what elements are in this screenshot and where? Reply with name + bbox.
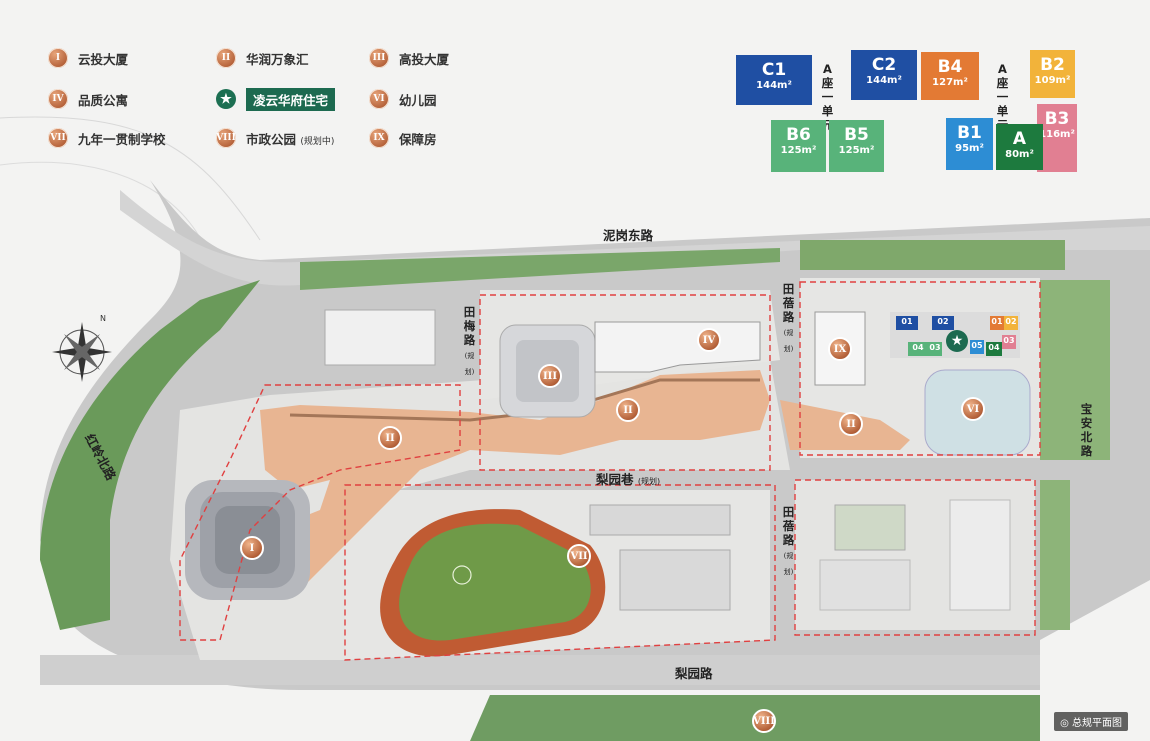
map-pin-iv: IV <box>697 328 721 352</box>
star-icon: ★ <box>946 330 968 352</box>
legend-label: 市政公园 (规划中) <box>246 131 335 147</box>
legend-item-5: ★ 凌云华府住宅 <box>216 87 336 111</box>
legend-item-3: III 高投大厦 <box>369 47 449 69</box>
roman-numeral-icon: II <box>216 48 236 68</box>
legend-label: 九年一贯制学校 <box>78 131 166 147</box>
legend-item-6: VI 幼儿园 <box>369 88 437 110</box>
road-liyuan-lane: 梨园巷 (规划) <box>596 472 661 487</box>
legend-item-7: VII 九年一贯制学校 <box>48 127 166 149</box>
plan-badge-label: 总规平面图 <box>1072 718 1122 729</box>
camera-icon: ◎ <box>1060 718 1069 729</box>
road-nigang-east: 泥岗东路 <box>603 228 654 243</box>
mini-unit-03: 03 <box>1002 335 1016 349</box>
mini-unit-05: 05 <box>970 340 984 354</box>
map-pin-vi: VI <box>961 397 985 421</box>
legend-label: 保障房 <box>399 131 437 147</box>
road-note: (规划) <box>637 477 661 486</box>
legend-label: 云投大厦 <box>78 51 129 67</box>
roman-numeral-icon: VII <box>48 128 68 148</box>
star-icon: ★ <box>216 89 236 109</box>
map-pin-vii: VII <box>567 544 591 568</box>
mini-unit-02: 02 <box>932 316 954 330</box>
roman-numeral-icon: IX <box>369 128 389 148</box>
map-pin-iii: III <box>538 364 562 388</box>
legend-label-highlight: 凌云华府住宅 <box>246 87 336 111</box>
legend-item-4: IV 品质公寓 <box>48 88 128 110</box>
map-pin-ii: II <box>616 398 640 422</box>
legend-label: 品质公寓 <box>78 92 129 108</box>
road-note: (规划) <box>783 329 794 353</box>
legend-item-8: VIII 市政公园 (规划中) <box>216 127 334 149</box>
map-pin-ii: II <box>378 426 402 450</box>
legend-note: (规划中) <box>300 136 335 147</box>
road-tianbei-bottom: 田蓓路(规划) <box>782 505 795 576</box>
legend-label: 高投大厦 <box>399 51 450 67</box>
road-note: (规划) <box>464 352 475 376</box>
roman-numeral-icon: IV <box>48 89 68 109</box>
legend-item-2: II 华润万象汇 <box>216 47 309 69</box>
map-pin-ii: II <box>839 412 863 436</box>
mini-unit-04: 04 <box>986 342 1002 356</box>
roman-numeral-icon: III <box>369 48 389 68</box>
roman-numeral-icon: VI <box>369 89 389 109</box>
map-pin-i: I <box>240 536 264 560</box>
road-tianbei-top: 田蓓路(规划) <box>782 282 795 353</box>
mini-unit-01: 01 <box>990 316 1004 330</box>
mini-unit-01: 01 <box>896 316 918 330</box>
map-pin-viii: VIII <box>752 709 776 733</box>
mini-unit-02: 02 <box>1004 316 1018 330</box>
plan-badge: ◎ 总规平面图 <box>1054 712 1128 731</box>
compass-n-label: N <box>100 314 106 323</box>
mini-unit-03: 03 <box>928 342 942 356</box>
legend-item-9: IX 保障房 <box>369 127 437 149</box>
legend-item-1: I 云投大厦 <box>48 47 128 69</box>
legend-label: 华润万象汇 <box>246 51 309 67</box>
road-baoan-north: 宝安北路 <box>1080 402 1093 458</box>
roman-numeral-icon: I <box>48 48 68 68</box>
road-tianmei: 田梅路(规划) <box>463 305 476 376</box>
seat-label-right: A座一单元 <box>996 62 1009 132</box>
roman-numeral-icon: VIII <box>216 128 236 148</box>
legend-label: 幼儿园 <box>399 92 437 108</box>
road-liyuan: 梨园路 <box>675 666 713 681</box>
map-pin-ix: IX <box>828 337 852 361</box>
road-note: (规划) <box>783 552 794 576</box>
mini-unit-04: 04 <box>908 342 928 356</box>
seat-label-left: A座一单元 <box>821 62 834 132</box>
